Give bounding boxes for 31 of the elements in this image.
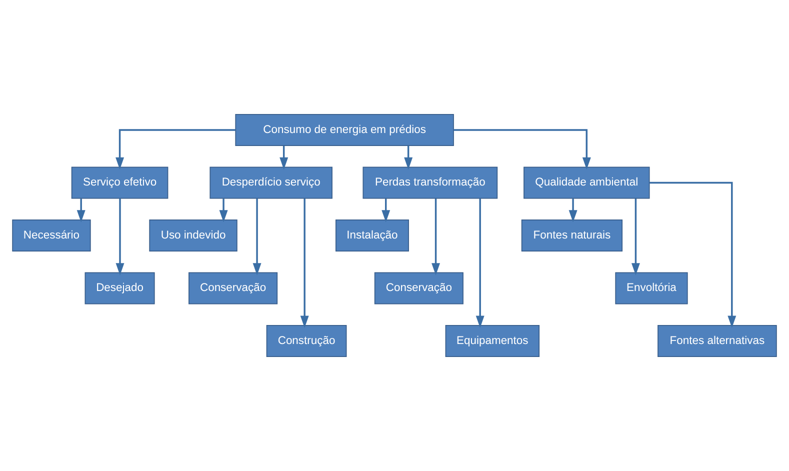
node-box: Construção	[266, 324, 347, 357]
arrow	[631, 198, 640, 276]
arrow	[454, 129, 591, 170]
node-box: Serviço efetivo	[71, 166, 168, 199]
arrow	[476, 198, 484, 328]
node-box: Conservação	[188, 272, 278, 304]
arrow	[432, 198, 440, 276]
node-box: Perdas transformação	[362, 166, 498, 199]
node-box: Desperdício serviço	[210, 166, 332, 199]
node-box: Qualidade ambiental	[524, 166, 650, 199]
node-box: Instalação	[336, 220, 409, 252]
node-box: Conservação	[374, 272, 464, 304]
arrow	[76, 198, 86, 222]
node-box: Equipamentos	[445, 324, 540, 357]
arrow	[116, 198, 124, 276]
node-box: Desejado	[84, 272, 155, 304]
arrow	[300, 198, 309, 328]
arrow	[219, 198, 228, 222]
node-box: Uso indevido	[149, 220, 238, 252]
arrow	[116, 129, 236, 170]
node-box: Fontes alternativas	[658, 324, 777, 357]
node-box: Necessário	[12, 220, 91, 252]
arrow	[280, 146, 288, 170]
arrow	[568, 198, 578, 222]
arrow	[404, 146, 413, 170]
arrow	[382, 198, 390, 222]
node-box: Fontes naturais	[521, 220, 623, 252]
arrow	[650, 182, 736, 328]
arrow	[252, 198, 262, 276]
node-box: Consumo de energia em prédios	[235, 114, 454, 146]
node-box: Envoltória	[615, 272, 688, 304]
